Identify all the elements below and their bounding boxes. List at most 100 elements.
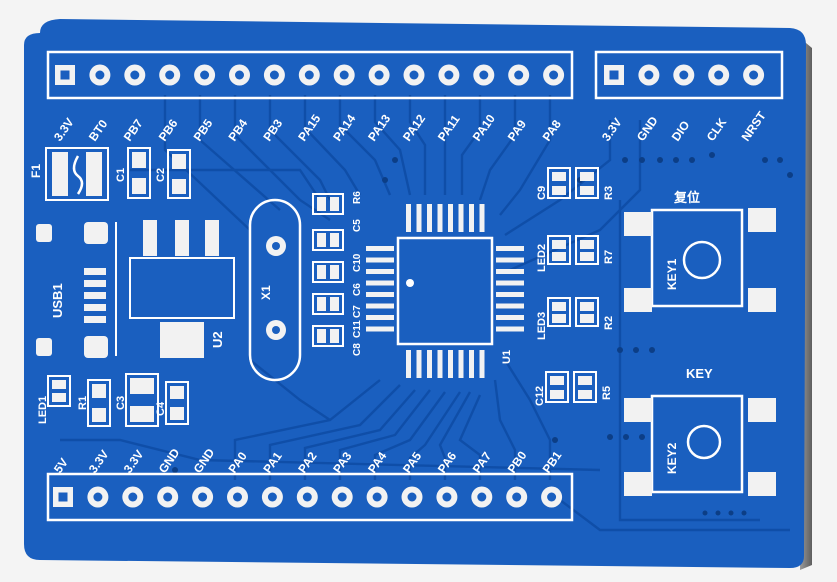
u1-pin	[366, 257, 394, 263]
bottom-header-pin-hole-12	[442, 492, 452, 502]
led3-label: LED3	[536, 312, 548, 340]
top-header-pin-hole-3	[130, 70, 140, 80]
u1-pin	[496, 269, 524, 274]
u1-pin	[496, 326, 524, 332]
u1-pin	[366, 280, 394, 286]
bottom-header-pin-hole-7	[267, 492, 277, 502]
c5-label: C5	[352, 219, 363, 232]
u1-pin	[479, 350, 485, 378]
swd-header-pin-hole-3	[679, 70, 689, 80]
f1-label: F1	[29, 164, 43, 178]
u1-pin	[416, 204, 422, 232]
top-header-pin-hole-9	[339, 70, 349, 80]
swd-header-pins	[604, 64, 765, 86]
u1-pin	[437, 204, 443, 232]
c4-label: C4	[155, 401, 167, 416]
bottom-header-outline	[46, 472, 574, 522]
bottom-header-pin-hole-1	[58, 492, 68, 502]
top-header-pin-hole-10	[374, 70, 384, 80]
u1-pin	[496, 280, 524, 286]
bottom-header-pin-hole-13	[477, 492, 487, 502]
right-passives	[545, 167, 599, 403]
u1-pin	[366, 269, 394, 274]
bottom-header-pin-hole-5	[198, 492, 208, 502]
regulator-u2	[129, 220, 235, 358]
usb1-label: USB1	[50, 283, 65, 318]
u1-label: U1	[501, 350, 513, 364]
u1-pin	[366, 246, 394, 251]
top-header-pin-hole-5	[200, 70, 210, 80]
right-passive-pads	[550, 172, 594, 399]
c10-label: C10	[352, 253, 363, 272]
led2-label: LED2	[536, 244, 548, 272]
top-header-pin-hole-6	[235, 70, 244, 80]
c7-label: C7	[352, 305, 363, 318]
u1-pin	[496, 257, 524, 263]
vias	[172, 152, 793, 516]
bottom-header-pin-hole-2	[93, 492, 103, 502]
top-header-pin-hole-12	[444, 70, 454, 80]
key1-label: KEY1	[665, 258, 679, 290]
top-header-pin-hole-11	[409, 70, 419, 80]
top-header-pin-hole-15	[549, 70, 559, 80]
pcb-board	[24, 19, 806, 568]
bottom-header-pin-hole-10	[372, 492, 382, 502]
bottom-header-pin-hole-11	[407, 492, 417, 502]
swd-header-pin-hole-1	[609, 70, 619, 80]
u2-label: U2	[210, 331, 225, 348]
mcu-u1	[366, 204, 524, 378]
c6-label: C6	[352, 283, 363, 296]
swd-header-pin-hole-2	[644, 70, 654, 80]
bottom-header-pin-hole-9	[337, 492, 347, 502]
c1-label: C1	[115, 168, 127, 182]
swd-header-pin-hole-5	[749, 70, 759, 80]
lower-left-pads	[52, 378, 184, 422]
reset-button-key1	[624, 208, 776, 312]
top-header-pins	[55, 64, 565, 86]
u1-pin	[469, 204, 474, 232]
u1-pin	[496, 315, 524, 320]
r6-label: R6	[352, 191, 363, 204]
bottom-header-pin-hole-14	[512, 492, 522, 502]
r3-label: R3	[603, 186, 615, 200]
u1-pin	[479, 204, 485, 232]
top-header-pin-hole-1	[60, 70, 70, 80]
top-header-pin-hole-8	[304, 70, 314, 80]
swd-header-outline	[594, 50, 784, 100]
bottom-header-label-1: 5V	[51, 456, 71, 476]
u1-pin	[406, 350, 411, 378]
top-header-pin-hole-13	[479, 70, 489, 80]
u1-pin	[458, 350, 464, 378]
top-header-pin-hole-14	[514, 70, 524, 80]
u1-pin	[448, 204, 453, 232]
bottom-header-pin-hole-4	[163, 492, 173, 502]
key-label: KEY	[686, 366, 713, 381]
u1-pin	[427, 350, 432, 378]
u1-pin	[366, 303, 394, 309]
c8-label: C8	[352, 343, 363, 356]
u1-pin	[416, 350, 422, 378]
capacitor-array-pads	[317, 197, 339, 343]
lower-left-passives	[47, 373, 189, 427]
c9-label: C9	[536, 186, 548, 200]
c11-label: C11	[352, 320, 363, 338]
u1-pin	[496, 246, 524, 251]
u1-pin	[366, 292, 394, 297]
u1-pin	[448, 350, 453, 378]
user-button-key2	[624, 394, 776, 496]
u1-pin	[496, 292, 524, 297]
fuse-f1	[45, 147, 109, 201]
u1-pin	[366, 326, 394, 332]
capacitor-c2	[167, 149, 191, 199]
c2-label: C2	[155, 168, 167, 182]
r2-label: R2	[603, 316, 615, 330]
c3-label: C3	[115, 396, 127, 410]
bottom-header-pin-hole-3	[128, 492, 138, 502]
swd-header-pin-hole-4	[714, 70, 724, 80]
capacitor-c1	[127, 147, 151, 199]
u1-pin	[366, 315, 394, 320]
bottom-header-pin-hole-15	[547, 492, 557, 502]
r7-label: R7	[603, 250, 615, 264]
r1-label: R1	[77, 396, 89, 410]
